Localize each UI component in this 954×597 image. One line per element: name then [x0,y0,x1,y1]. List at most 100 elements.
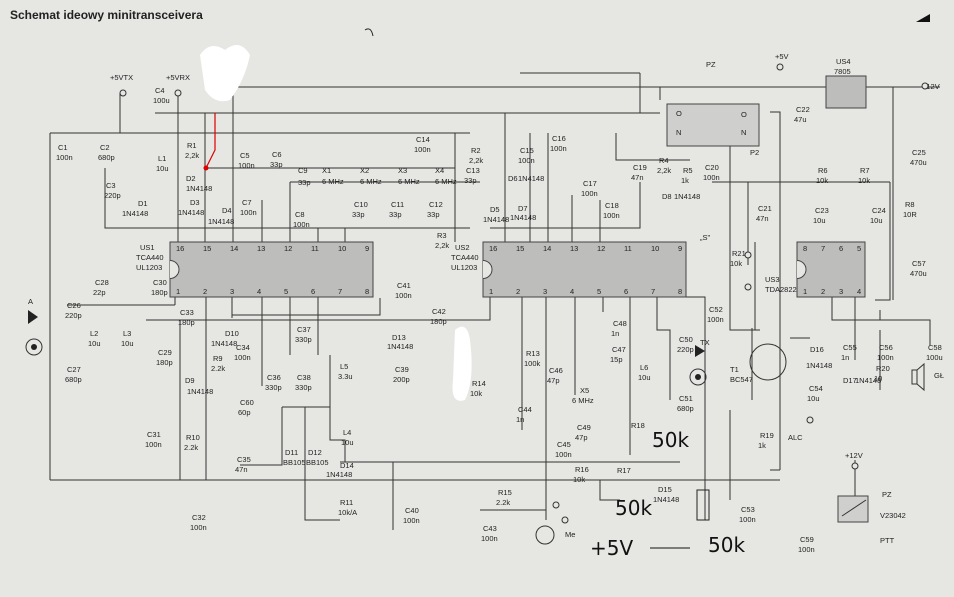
wire [490,182,641,229]
component-value: BC547 [730,375,753,384]
component-value: 100u [926,353,943,362]
component-ref: C50 [679,335,693,344]
terminal-circle [744,251,752,259]
component-ref: C6 [272,150,282,159]
component-value: 47n [235,465,248,474]
component-ref: C21 [758,204,772,213]
ic-pin-number: 11 [624,244,632,253]
rail-12v-relay: +12V [845,451,863,460]
component-ref: C10 [354,200,368,209]
microphone-icon [535,525,555,545]
ic-pin-number: 7 [821,244,825,253]
component-value: 1N4148 [187,387,213,396]
component-r17: R17 [617,466,631,475]
component-ref: R5 [683,166,693,175]
component-value: 1N4148 [653,495,679,504]
component-ref: C5 [240,151,250,160]
component-value: 1n [841,353,849,362]
component-ref: C39 [395,365,409,374]
terminal-circle [806,416,814,424]
component-ref: C20 [705,163,719,172]
component-value: 680p [65,375,82,384]
component-r18: R18 [631,421,645,430]
component-ref: C55 [843,343,857,352]
relay-pz-label: PZ [882,490,892,499]
component-ref: C33 [180,308,194,317]
ic-us1 [169,241,374,298]
component-value: 180p [178,318,195,327]
ic-pin-number: 4 [857,287,861,296]
component-value: 33p [427,210,440,219]
ic-pin-number: 4 [570,287,574,296]
transistor-t1-icon [749,343,787,381]
component-ref: D7 [518,204,528,213]
ic-pin-number: 8 [365,287,369,296]
handwritten-5v: +5V [590,536,633,560]
component-ref: D3 [190,198,200,207]
rail-12v: +12V [922,82,940,91]
component-value: 6 MHz [435,177,457,186]
component-value: 220p [104,191,121,200]
component-ref: C9 [298,166,308,175]
component-r3: R32,2k [435,231,449,250]
component-value: 10u [121,339,134,348]
component-value: 10k/A [338,508,357,517]
component-value: 470u [910,269,927,278]
component-value: 1N4148 [483,215,509,224]
component-value: 330p [265,383,282,392]
component-l5: L53.3u [338,362,353,381]
ic-pin-number: 6 [839,244,843,253]
ic-pin-number: 3 [839,287,843,296]
component-value: 100k [524,359,541,368]
component-value: 100n [240,208,257,217]
component-ref: X4 [435,166,444,175]
component-value: 100n [190,523,207,532]
component-value: 1n [611,329,619,338]
terminal-circle [561,516,569,524]
component-ref: C41 [397,281,411,290]
ic-pin-number: 11 [311,244,319,253]
component-ref: R13 [526,349,540,358]
component-value: 100n [581,189,598,198]
component-value: 6 MHz [398,177,420,186]
wire [329,355,346,462]
ic-pin-number: 9 [365,244,369,253]
component-d9: D9 1N4148 [185,376,213,396]
wire [770,111,781,470]
component-value: 1n [516,415,524,424]
ic-pin-number: 15 [203,244,211,253]
component-value: 22p [93,288,106,297]
wire [104,168,470,229]
component-ref: D15 [658,485,672,494]
component-value: 10u [88,339,101,348]
component-ref: C47 [612,345,626,354]
component-value: 1k [681,176,689,185]
component-ref: R18 [631,421,645,430]
ic-pin-number: 10 [651,244,659,253]
component-ref: D9 [185,376,195,385]
ic-pin-number: 5 [284,287,288,296]
component-value: 1N4148 [510,213,536,222]
component-value: 180p [430,317,447,326]
component-value: 100n [877,353,894,362]
component-ref: C60 [240,398,254,407]
terminal-circle [744,283,752,291]
component-ref: R16 [575,465,589,474]
component-value: 1N4148 [674,192,700,201]
